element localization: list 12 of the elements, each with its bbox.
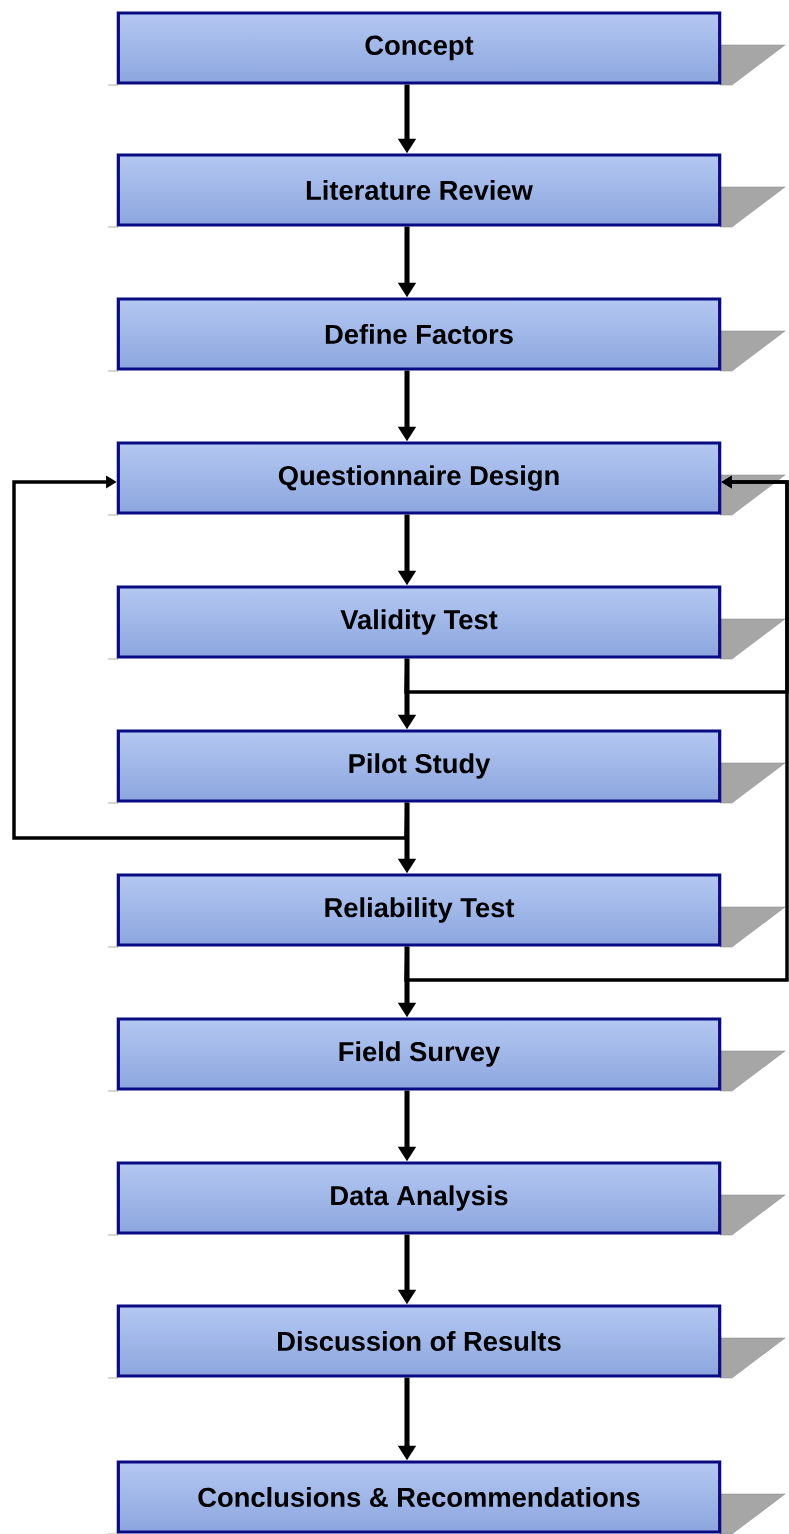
process-box: Data Analysis [107,1161,786,1236]
arrow [12,475,409,840]
process-box: Define Factors [107,297,786,372]
process-box: Questionnaire Design [107,441,786,516]
process-box: Conclusions & Recommendations [107,1460,786,1534]
process-box: Reliability Test [107,873,786,948]
process-box: Literature Review [107,153,786,228]
process-box: Concept [107,11,786,86]
process-box: Discussion of Results [107,1304,786,1379]
process-box: Field Survey [107,1017,786,1092]
process-box: Pilot Study [107,729,786,804]
process-box: Validity Test [107,585,786,660]
